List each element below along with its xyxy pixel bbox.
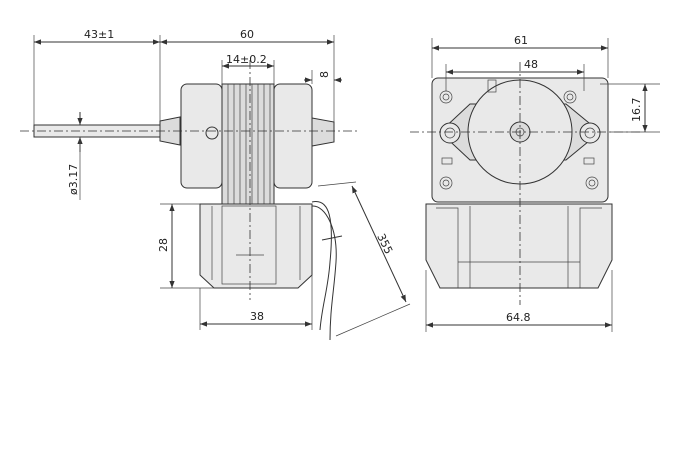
dim-mounting-spacing: 48 — [524, 58, 538, 71]
dim-lamination-width: 14±0.2 — [226, 53, 267, 66]
coil-base-front — [425, 203, 613, 289]
flange-hole-left — [439, 122, 461, 144]
front-view: 61 48 16.7 64.8 — [410, 34, 660, 332]
mount-hole-bl — [439, 176, 453, 190]
screw-head — [205, 126, 219, 140]
dim-base-width-side: 38 — [250, 310, 264, 323]
wire-tie — [321, 235, 343, 241]
rear-bearing-cap — [273, 83, 313, 189]
dim-shaft-diameter: ø3.17 — [67, 164, 80, 195]
dim-base-width-front: 64.8 — [506, 311, 531, 324]
coil-base-side — [199, 203, 313, 289]
mount-hole-br — [585, 176, 599, 190]
lead-wire-2 — [311, 205, 337, 341]
flange-hole-right — [579, 122, 601, 144]
dim-base-height: 28 — [157, 238, 170, 252]
dim-overall-width: 61 — [514, 34, 528, 47]
dim-lead-length: 355 — [374, 232, 395, 257]
mount-hole-tr — [563, 90, 577, 104]
dim-body-length: 60 — [240, 28, 254, 41]
rear-collar — [311, 117, 335, 147]
side-view: 43±1 60 14±0.2 8 ø3.17 28 38 3 — [20, 28, 411, 341]
stator-lamination — [221, 83, 275, 205]
dim-mounting-height: 16.7 — [630, 98, 643, 123]
dim-end-offset: 8 — [318, 71, 331, 78]
dim-shaft-extension: 43±1 — [84, 28, 114, 41]
lead-wire-1 — [311, 201, 332, 331]
